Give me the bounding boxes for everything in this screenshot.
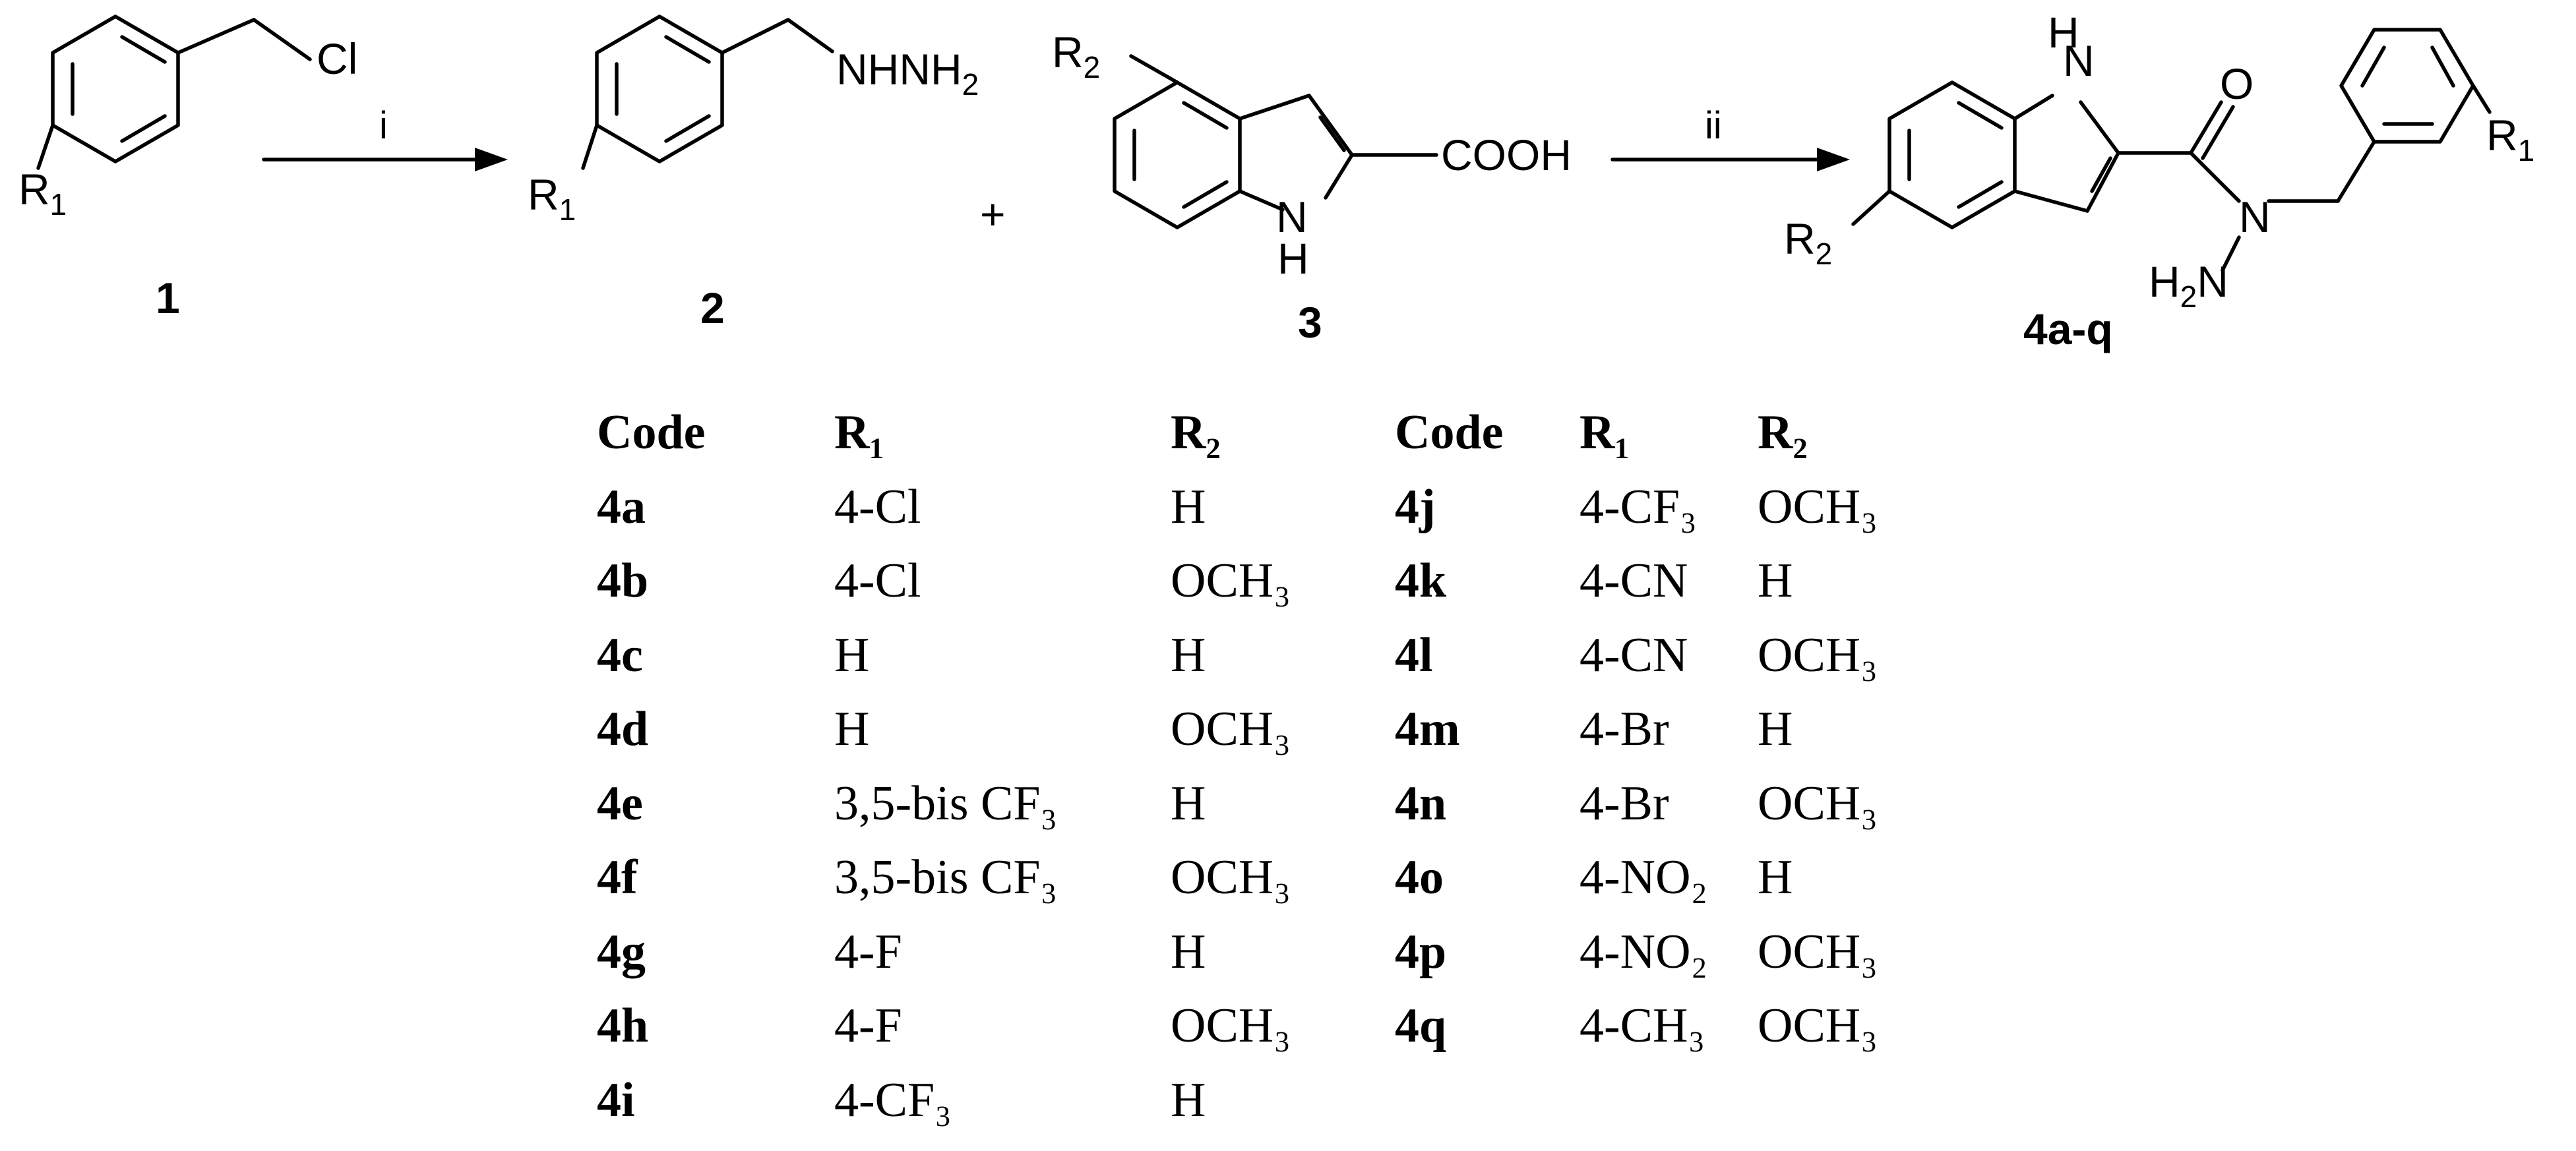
reagent-ii-label: ii [1705,104,1722,147]
table-row: 4g 4-F H 4p 4-NO₂ OCH₃ [597,915,1995,989]
reaction-arrow-i: i [262,104,508,171]
cell-r2: OCH₃ [1171,702,1291,756]
cell-code: 4d [597,702,649,756]
table-row: 4a 4-Cl H 4j 4-CF₃ OCH₃ [597,470,1995,545]
cell-r2: H [1171,924,1206,979]
cell-code: 4j [1395,479,1436,534]
compound-4-label: 4a-q [2023,305,2113,353]
cell-r2: H [1171,479,1206,534]
table-row: 4e 3,5-bis CF₃ H 4n 4-Br OCH₃ [597,767,1995,841]
compound-3-label: 3 [1298,298,1322,347]
terminal-amine-group: H2N [2149,257,2228,314]
compound-2-structure: NHNH2 R1 [528,15,979,227]
cell-r1: 4-NO₂ [1579,924,1708,979]
cell-code: 4p [1395,924,1447,979]
cell-code: 4c [597,628,643,682]
compound-2-label: 2 [700,283,725,332]
compound-1-structure: Cl R1 [18,15,357,221]
cell-code: 4n [1395,776,1447,831]
cell-r1: 4-CF₃ [834,1073,952,1127]
r1-label-4: R1 [2486,111,2534,167]
cell-r2: OCH₃ [1758,924,1878,979]
cell-r1: 4-Br [1579,776,1669,831]
cell-r1: H [834,702,870,756]
cell-code: 4h [597,999,649,1053]
table-row: 4c H H 4l 4-CN OCH₃ [597,618,1995,693]
cell-r1: 4-Br [1579,702,1669,756]
cell-code: 4e [597,776,643,831]
cell-r2: OCH₃ [1171,554,1291,608]
cell-code: 4o [1395,850,1444,904]
header-code-left: Code [597,405,706,459]
indole-nitrogen-4: N [2063,36,2095,85]
cell-r2: OCH₃ [1758,479,1878,534]
cell-r1: H [834,628,870,682]
cell-r1: 4-F [834,999,902,1053]
cell-code: 4q [1395,999,1447,1053]
cell-r2: OCH₃ [1171,850,1291,904]
header-r2-right: R₂ [1758,405,1808,459]
cell-r2: H [1758,554,1793,608]
carbonyl-oxygen: O [2220,59,2254,108]
cell-r1: 3,5-bis CF₃ [834,850,1058,904]
cell-r1: 4-CF₃ [1579,479,1697,534]
substituent-table: Code R₁ R₂ Code R₁ R₂ 4a 4-Cl H 4j 4-CF₃… [597,396,1995,1137]
r1-label-2: R1 [528,170,576,227]
compound-4-structure: N H O N H2N R1 R2 [1784,8,2534,314]
indole-nh-hydrogen-3: H [1277,234,1309,283]
benzyl-ring-4 [2339,28,2475,144]
header-r1-right: R₁ [1579,405,1630,459]
table-row: 4i 4-CF₃ H [597,1063,1995,1138]
cell-r1: 3,5-bis CF₃ [834,776,1058,831]
cell-r1: 4-NO₂ [1579,850,1708,904]
compound-3-structure: N H COOH R2 [1052,28,1572,283]
cell-r1: 4-F [834,924,902,979]
cell-code: 4l [1395,628,1433,682]
amide-nitrogen: N [2239,192,2271,241]
carboxylic-acid-group: COOH [1441,131,1572,179]
reaction-scheme: Cl R1 1 i NHNH2 R1 2 + N H COOH [18,8,2534,353]
table-row: 4h 4-F OCH₃ 4q 4-CH₃ OCH₃ [597,989,1995,1063]
cell-r2: H [1171,1073,1206,1127]
header-r2-left: R₂ [1171,405,1221,459]
compound-1-label: 1 [156,274,180,322]
indole-nh-hydrogen-4: H [2048,8,2079,57]
reaction-arrow-ii: ii [1610,104,1850,171]
cell-r1: 4-CH₃ [1579,999,1705,1053]
cell-code: 4f [597,850,638,904]
cell-r2: H [1758,702,1793,756]
reagent-i-label: i [379,104,388,147]
cell-code: 4g [597,924,646,979]
header-code-right: Code [1395,405,1504,459]
header-r1-left: R₁ [834,405,884,459]
cell-r1: 4-Cl [834,554,921,608]
table-row: 4b 4-Cl OCH₃ 4k 4-CN H [597,544,1995,618]
cell-r2: OCH₃ [1758,628,1878,682]
cell-r2: H [1758,850,1793,904]
r1-label-1: R1 [18,165,67,221]
cell-code: 4m [1395,702,1460,756]
cell-r1: 4-CN [1579,554,1688,608]
chlorine-atom: Cl [317,34,357,83]
r2-label-3: R2 [1052,28,1100,84]
table-header-row: Code R₁ R₂ Code R₁ R₂ [597,396,1995,470]
r2-label-4: R2 [1784,214,1832,271]
cell-r2: H [1171,776,1206,831]
table-row: 4f 3,5-bis CF₃ OCH₃ 4o 4-NO₂ H [597,841,1995,915]
cell-r1: 4-Cl [834,479,921,534]
cell-r2: H [1171,628,1206,682]
cell-code: 4i [597,1073,635,1127]
cell-code: 4k [1395,554,1447,608]
cell-code: 4a [597,479,646,534]
plus-sign: + [980,190,1006,239]
cell-r2: OCH₃ [1171,999,1291,1053]
hydrazine-group: NHNH2 [836,45,979,102]
cell-code: 4b [597,554,649,608]
indole-nitrogen-3: N [1276,192,1308,241]
cell-r1: 4-CN [1579,628,1688,682]
cell-r2: OCH₃ [1758,776,1878,831]
cell-r2: OCH₃ [1758,999,1878,1053]
table-row: 4d H OCH₃ 4m 4-Br H [597,692,1995,767]
